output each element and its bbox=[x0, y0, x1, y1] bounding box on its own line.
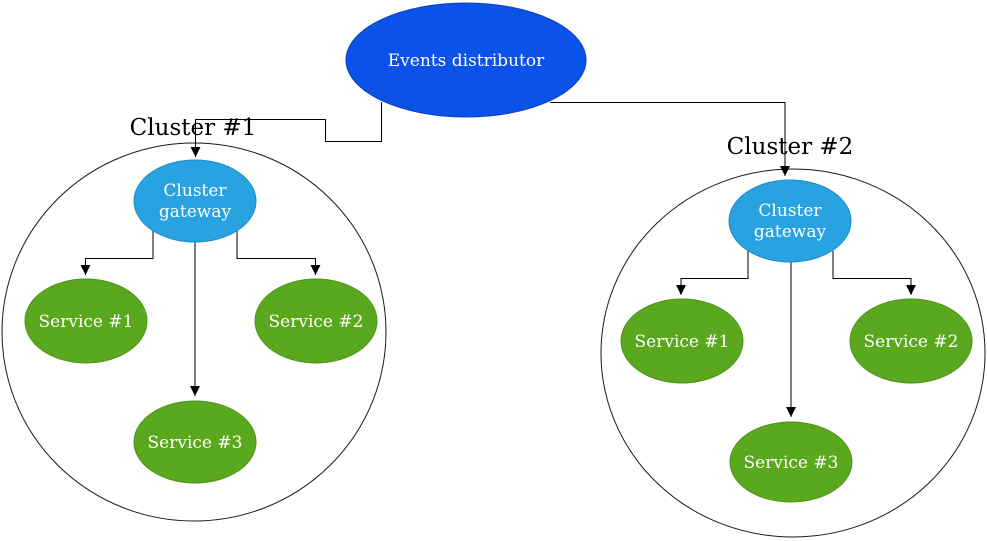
cluster1-service1-node bbox=[24, 278, 148, 364]
edge-cluster2-gateway-to-service1 bbox=[676, 251, 749, 295]
cluster2-gateway-label-line1: Cluster bbox=[758, 201, 822, 221]
cluster2-service1-node bbox=[620, 298, 744, 384]
cluster2-service3-label: Service #3 bbox=[744, 453, 839, 473]
cluster1-service1-label: Service #1 bbox=[39, 312, 134, 332]
cluster1-title: Cluster #1 bbox=[130, 115, 257, 141]
cluster1-boundary bbox=[1, 142, 387, 522]
edge-distributor-to-cluster1-gateway bbox=[190, 102, 382, 157]
cluster2-service2-label: Service #2 bbox=[864, 332, 959, 352]
events-distributor-label: Events distributor bbox=[388, 51, 545, 71]
cluster1-gateway-label-line1: Cluster bbox=[163, 181, 227, 201]
cluster2-gateway-label-line2: gateway bbox=[754, 222, 827, 242]
edge-distributor-to-cluster2-gateway bbox=[550, 102, 790, 176]
cluster2-boundary bbox=[600, 168, 986, 538]
cluster2-gateway-node bbox=[728, 179, 852, 263]
cluster1-gateway-label-line2: gateway bbox=[159, 202, 232, 222]
edge-cluster2-gateway-to-service2 bbox=[832, 251, 916, 295]
cluster2-service1-label: Service #1 bbox=[635, 332, 730, 352]
events-distributor-node bbox=[345, 2, 587, 118]
cluster1-service2-label: Service #2 bbox=[269, 312, 364, 332]
edges bbox=[80, 102, 916, 417]
cluster1-service3-node bbox=[133, 400, 257, 484]
cluster2-title: Cluster #2 bbox=[727, 134, 854, 160]
cluster2-service3-node bbox=[729, 421, 853, 503]
cluster1-gateway-node bbox=[133, 159, 257, 243]
edge-cluster1-gateway-to-service1 bbox=[80, 231, 154, 275]
cluster2-service2-node bbox=[849, 298, 973, 384]
cluster1-service3-label: Service #3 bbox=[148, 433, 243, 453]
edge-cluster1-gateway-to-service2 bbox=[236, 231, 321, 275]
cluster1-service2-node bbox=[254, 278, 378, 364]
